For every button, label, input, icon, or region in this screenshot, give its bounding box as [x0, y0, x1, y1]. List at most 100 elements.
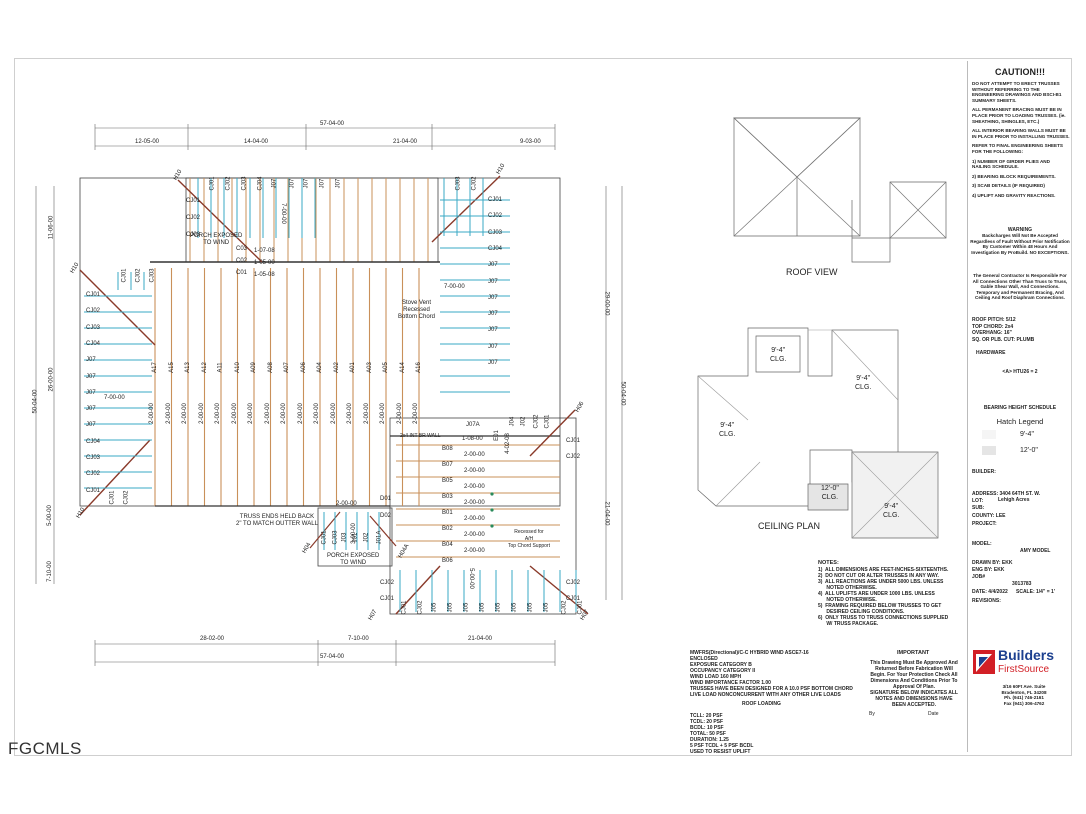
- drawing-sheet: [14, 58, 1072, 756]
- span-top: 7-00-00: [279, 203, 286, 224]
- spacing-label: 2-00-00: [379, 403, 386, 424]
- truss-label: CJ02: [186, 215, 201, 221]
- dim-left-2: 26-00-00: [48, 367, 55, 392]
- int-wall-note: 2x4 INT BR WALL: [400, 433, 441, 439]
- truss-label: A15: [168, 362, 175, 373]
- roof-view-ridge: [733, 117, 861, 178]
- len-1-08: 1-08-00: [462, 436, 483, 442]
- roof-hip: [889, 181, 947, 239]
- note-item: 4) ALL UPLIFTS ARE UNDER 1000 LBS. UNLES…: [818, 591, 935, 603]
- clg-label: 9'-4" CLG.: [855, 375, 872, 391]
- truss-label: CJ03: [86, 455, 101, 461]
- truss-label: J07: [86, 422, 96, 429]
- loading-block: MWFRS(Directional)/C-C HYBRID WIND ASCE7…: [690, 650, 866, 755]
- b-row-label: B05: [442, 478, 453, 484]
- spacing-label: 2-00-00: [464, 484, 485, 490]
- notes-title: NOTES:: [818, 560, 839, 566]
- sub-label: SUB:: [972, 505, 985, 511]
- spacing-label: 2-00-00: [346, 403, 353, 424]
- dim-left-1: 11-06-00: [48, 215, 55, 240]
- county-label: COUNTY: LEE: [972, 513, 1006, 519]
- dim-top-3: 21-04-00: [393, 139, 418, 145]
- span-right: 7-00-00: [444, 284, 465, 290]
- eng-by: ENG BY: EKK: [972, 567, 1005, 573]
- ceiling-hip: [697, 375, 749, 421]
- spacing-label: 2-00-00: [363, 403, 370, 424]
- jack-label: J02: [520, 416, 527, 427]
- note-item: 6) ONLY TRUSS TO TRUSS CONNECTIONS SUPPL…: [818, 615, 949, 627]
- hip-rafter: [369, 515, 397, 547]
- jack-label: J05: [479, 602, 486, 613]
- spacing-label: 2-00-00: [280, 403, 287, 424]
- truss-label: CJ02: [471, 176, 478, 191]
- roof-hip: [796, 117, 861, 178]
- brand-address-line: 3/16 60Ft Ave. Suite: [1002, 684, 1046, 689]
- truss-label: CJ02: [488, 213, 503, 220]
- clg-label: 9'-4" CLG.: [770, 347, 787, 363]
- spacing-label: 2-00-00: [336, 501, 357, 507]
- truss-label: CJ04: [86, 438, 101, 445]
- len-4-02: 4-02-08: [504, 433, 511, 454]
- hatch-label-12-0: 12'-0": [1020, 447, 1038, 454]
- dim-top-2: 14-04-00: [244, 139, 269, 145]
- loading-line: WIND IMPORTANCE FACTOR 1.00: [690, 680, 771, 686]
- loading-line: LIVE LOAD NONCONCURRENT WITH ANY OTHER L…: [690, 692, 841, 698]
- c-row-length: 1-05-08: [254, 272, 275, 278]
- caution-paragraph: DO NOT ATTEMPT TO ERECT TRUSSES WITHOUT …: [972, 81, 1062, 103]
- truss-label: J07: [488, 262, 498, 269]
- load-row: TCLL: 20 PSF: [690, 713, 723, 719]
- caution-paragraph: ALL INTERIOR BEARING WALLS MUST BE IN PL…: [972, 128, 1070, 139]
- b-row-label: B01: [442, 510, 453, 516]
- jack-label: CJ01: [321, 530, 328, 545]
- ceiling-plan-title: CEILING PLAN: [758, 521, 821, 531]
- truss-label: J07: [488, 311, 498, 318]
- d-len: 3-00-00: [350, 523, 357, 544]
- truss-label: CJ01: [186, 198, 201, 204]
- b-row-label: B08: [442, 446, 453, 452]
- roof-loading-title: ROOF LOADING: [742, 701, 781, 707]
- ceiling-room: [755, 335, 801, 373]
- dim-right-overall: 50-04-00: [619, 381, 626, 406]
- hardware-title: HARDWARE: [976, 350, 1006, 356]
- truss-label: CJ03: [86, 324, 101, 331]
- hatch-label-9-4: 9'-4": [1020, 431, 1034, 438]
- stove-vent-note: Stove Vent Recessed Bottom Chord: [398, 300, 436, 320]
- model-label: MODEL:: [972, 541, 992, 547]
- truss-label: CJ03: [455, 176, 462, 191]
- spacing-label: 2-00-00: [214, 403, 221, 424]
- hip-rafter: [529, 565, 589, 615]
- note-item: 2) DO NOT CUT OR ALTER TRUSSES IN ANY WA…: [818, 573, 939, 579]
- spacing-label: 2-00-00: [247, 403, 254, 424]
- roof-spec: TOP CHORD: 2x4: [972, 323, 1014, 330]
- truss-label: J07: [488, 294, 498, 301]
- jack-label: CJ01: [544, 414, 551, 429]
- c-row-name: C02: [236, 258, 248, 264]
- dim-top-4: 9-03-00: [520, 139, 541, 145]
- len-5-00: 5-00-00: [467, 568, 474, 589]
- spacing-label: 2-00-00: [464, 452, 485, 458]
- roof-hip: [796, 176, 861, 237]
- truss-label: J07: [488, 278, 498, 285]
- jack-label: J03: [341, 532, 348, 543]
- spacing-label: 2-00-00: [297, 403, 304, 424]
- roof-spec: OVERHANG: 16": [972, 330, 1012, 336]
- project-label: PROJECT:: [972, 521, 997, 527]
- loading-line: MWFRS(Directional)/C-C HYBRID WIND ASCE7…: [690, 650, 809, 656]
- truss-label: A12: [201, 362, 208, 373]
- spacing-label: 2-00-00: [231, 403, 238, 424]
- bearing-schedule-title: BEARING HEIGHT SCHEDULE: [983, 405, 1057, 411]
- spacing-label: 2-00-00: [165, 403, 172, 424]
- brand-address-line: Fax (941) 306-4762: [1003, 700, 1045, 706]
- b-row-label: B07: [442, 462, 453, 468]
- jack-label: J05: [495, 602, 502, 613]
- warning-text: Backcharges Will Not Be Accepted Regardl…: [970, 233, 1070, 255]
- jack-label: J05: [511, 602, 518, 613]
- loading-line: EXPOSURE CATEGORY B: [690, 662, 752, 668]
- jack-label: CJ02: [566, 454, 581, 460]
- date-label: DATE: 4/4/2022: [972, 589, 1008, 595]
- spacing-label: 2-00-00: [198, 403, 205, 424]
- brand-name-2: FirstSource: [998, 664, 1050, 675]
- hardware-value: <A> HTU26 = 2: [1002, 369, 1038, 375]
- spacing-label: 2-00-00: [330, 403, 337, 424]
